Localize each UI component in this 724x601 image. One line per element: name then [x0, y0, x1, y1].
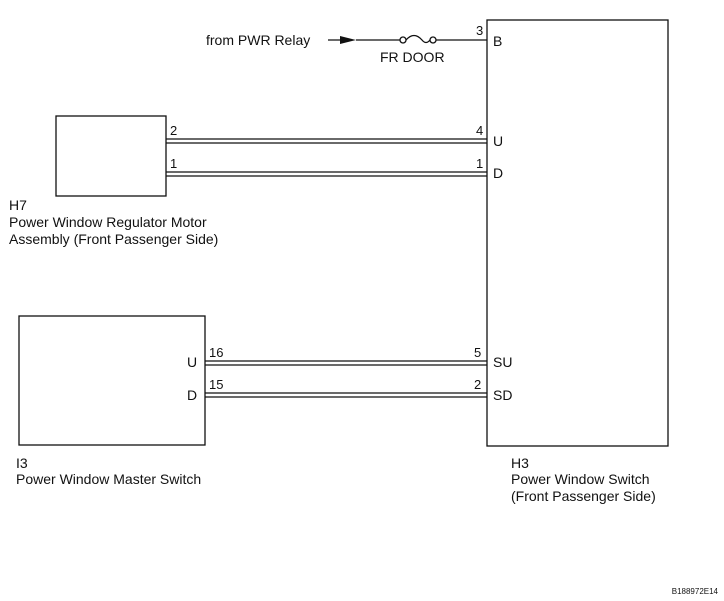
fuse-terminal-left [399, 36, 407, 44]
h3-name-line1: Power Window Switch [511, 471, 650, 487]
h7-pin-2: 2 [170, 123, 177, 138]
i3-master-switch-box [18, 315, 206, 446]
i3-terminal-u: U [187, 354, 197, 370]
fuse-icon [405, 34, 431, 44]
h3-pin-1: 1 [476, 156, 483, 171]
h3-terminal-b: B [493, 33, 502, 49]
h7-motor-box [55, 115, 167, 197]
fuse-label: FR DOOR [380, 49, 445, 65]
figure-id: B188972E14 [672, 587, 719, 596]
i3-terminal-d: D [187, 387, 197, 403]
h3-name-line2: (Front Passenger Side) [511, 488, 656, 504]
i3-pin-15: 15 [209, 377, 223, 392]
i3-pin-16: 16 [209, 345, 223, 360]
h3-terminal-d: D [493, 165, 503, 181]
h7-pin-1: 1 [170, 156, 177, 171]
h7-name-line1: Power Window Regulator Motor [9, 214, 207, 230]
fuse-terminal-right [429, 36, 437, 44]
h7-code: H7 [9, 197, 27, 213]
h3-terminal-u: U [493, 133, 503, 149]
h7-name-line2: Assembly (Front Passenger Side) [9, 231, 218, 247]
h3-terminal-sd: SD [493, 387, 512, 403]
h3-switch-box [486, 19, 669, 447]
h3-pin-4: 4 [476, 123, 483, 138]
h3-pin-2: 2 [474, 377, 481, 392]
i3-name: Power Window Master Switch [16, 471, 201, 487]
h3-pin-3: 3 [476, 23, 483, 38]
h3-code: H3 [511, 455, 529, 471]
supply-source-label: from PWR Relay [206, 32, 310, 48]
i3-code: I3 [16, 455, 28, 471]
supply-arrow-icon [340, 36, 356, 44]
h3-pin-5: 5 [474, 345, 481, 360]
h3-terminal-su: SU [493, 354, 512, 370]
